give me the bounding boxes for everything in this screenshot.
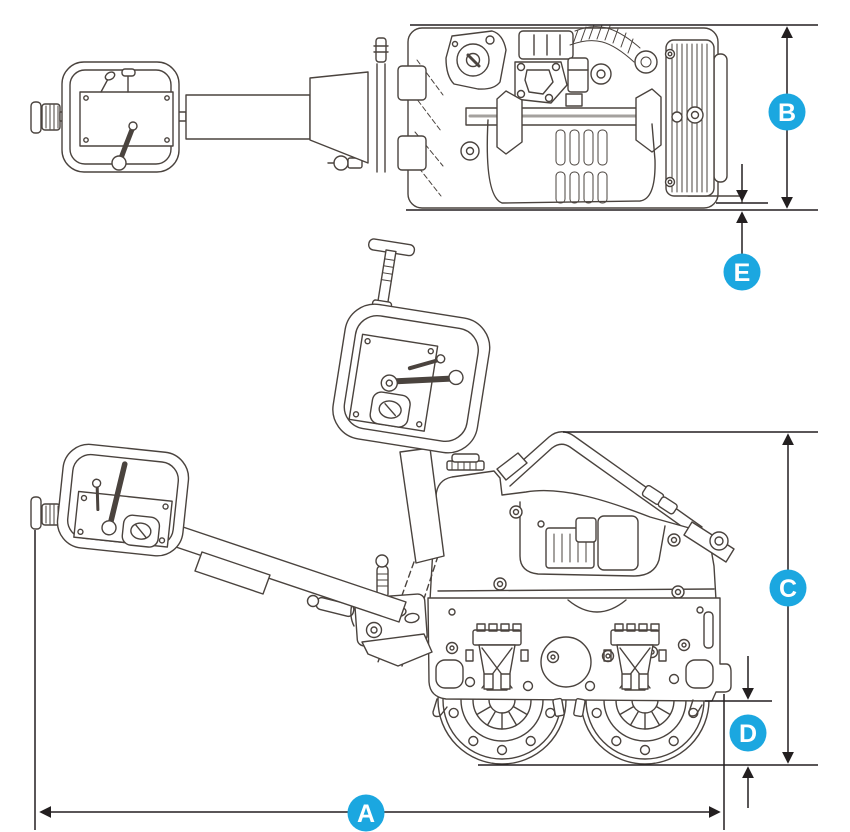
- label-a-text: A: [357, 800, 375, 828]
- plan-end-cap: [713, 53, 728, 183]
- handle-lowered: [30, 443, 407, 623]
- lifting-bar: [503, 431, 703, 528]
- dimension-label-b: B: [768, 93, 806, 131]
- vent-slots: [555, 129, 608, 204]
- label-b-text: B: [778, 99, 796, 127]
- frame-port: [540, 636, 592, 688]
- handle-column: [399, 447, 445, 564]
- corrugated-hose: [569, 24, 658, 74]
- finned-block: [664, 39, 715, 197]
- side-view-machine: [30, 238, 735, 765]
- label-d-text: D: [739, 720, 757, 748]
- scraper-assembly: [465, 623, 529, 691]
- dimension-label-d: D: [729, 714, 767, 752]
- handle-end-disc: [30, 101, 42, 134]
- handle-loop-raised: [332, 238, 491, 454]
- top-view-handle: [30, 61, 369, 173]
- handle-shaft: [185, 94, 311, 140]
- side-engine: [537, 515, 639, 571]
- dimension-labels: A B C D E: [347, 93, 807, 832]
- engine-top: [514, 30, 612, 107]
- label-e-text: E: [734, 259, 751, 287]
- top-view-machine: [327, 24, 743, 209]
- cross-member: [465, 88, 662, 155]
- dimension-label-a: A: [347, 794, 385, 832]
- dimension-label-c: C: [769, 569, 807, 607]
- engine-pan: [486, 119, 656, 204]
- dimension-label-e: E: [723, 253, 761, 291]
- label-c-text: C: [779, 575, 797, 603]
- recoil-starter: [445, 30, 507, 90]
- fuel-cap: [446, 453, 485, 471]
